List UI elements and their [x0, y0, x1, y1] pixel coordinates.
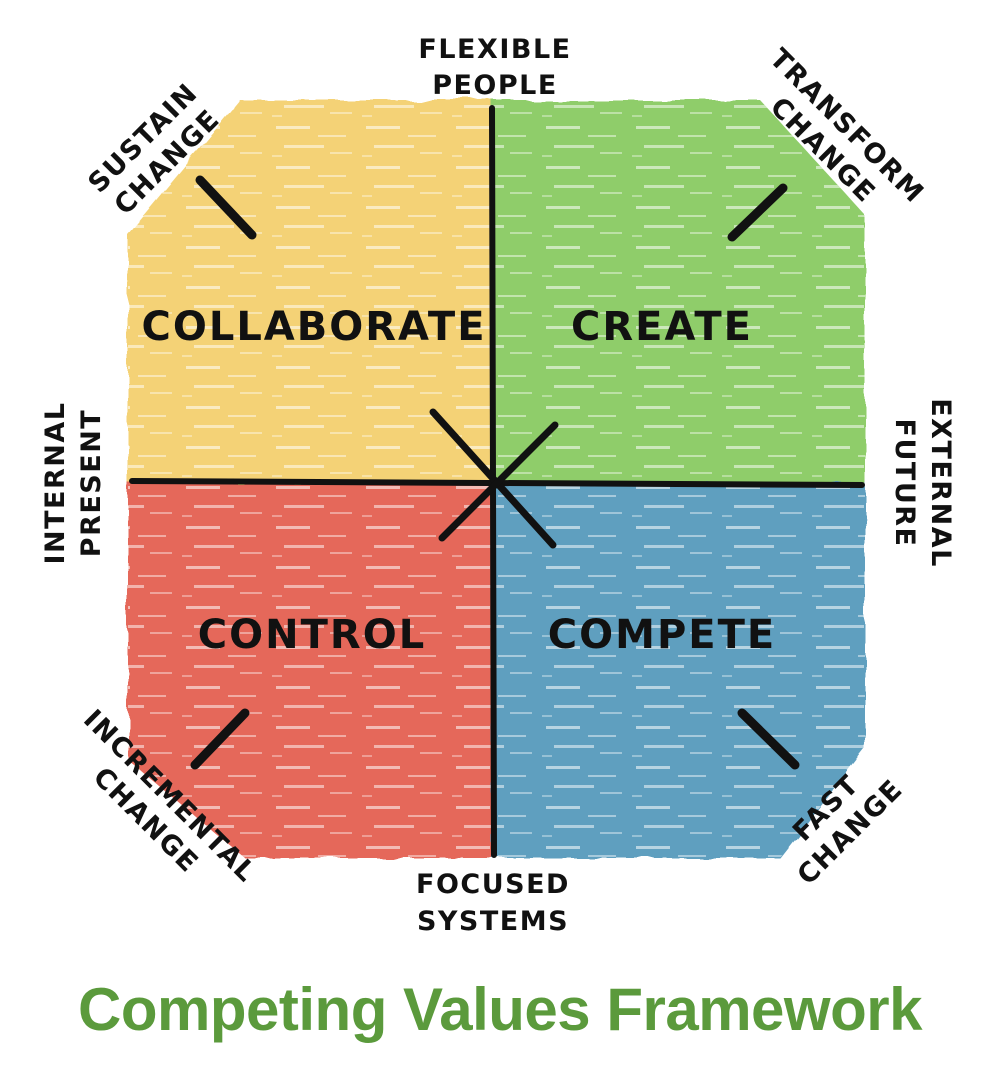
- axis-label-left: INTERNAL PRESENT: [40, 402, 107, 565]
- tick-bottom-left: [190, 708, 250, 770]
- quadrant-label-control: CONTROL: [198, 612, 426, 658]
- axis-label-top: FLEXIBLE PEOPLE: [418, 34, 571, 101]
- quadrant-label-compete: COMPETE: [548, 612, 776, 658]
- quadrant-label-create: CREATE: [571, 304, 753, 350]
- axis-left-line-1: INTERNAL: [40, 402, 71, 565]
- axis-bottom-line-2: SYSTEMS: [417, 906, 569, 937]
- axis-right-line-1: EXTERNAL: [925, 398, 956, 568]
- axis-top-line-2: PEOPLE: [432, 70, 558, 101]
- axis-label-bottom: FOCUSED SYSTEMS: [416, 869, 570, 937]
- center-diagonal-ne-sw: [438, 421, 559, 542]
- tick-bottom-right: [737, 708, 800, 770]
- center-diagonal-nw-se: [429, 408, 557, 549]
- corner-ticks: [190, 175, 800, 770]
- framework-title: Competing Values Framework: [78, 976, 922, 1043]
- axis-bottom-line-1: FOCUSED: [416, 869, 570, 900]
- tick-top-left: [195, 175, 257, 240]
- axis-left-line-2: PRESENT: [76, 409, 107, 557]
- axes: [129, 105, 865, 858]
- axis-label-right: EXTERNAL FUTURE: [889, 398, 956, 568]
- axis-right-line-2: FUTURE: [889, 419, 920, 548]
- quadrant-label-collaborate: COLLABORATE: [141, 304, 486, 350]
- axis-top-line-1: FLEXIBLE: [418, 34, 571, 65]
- tick-top-right: [727, 183, 788, 242]
